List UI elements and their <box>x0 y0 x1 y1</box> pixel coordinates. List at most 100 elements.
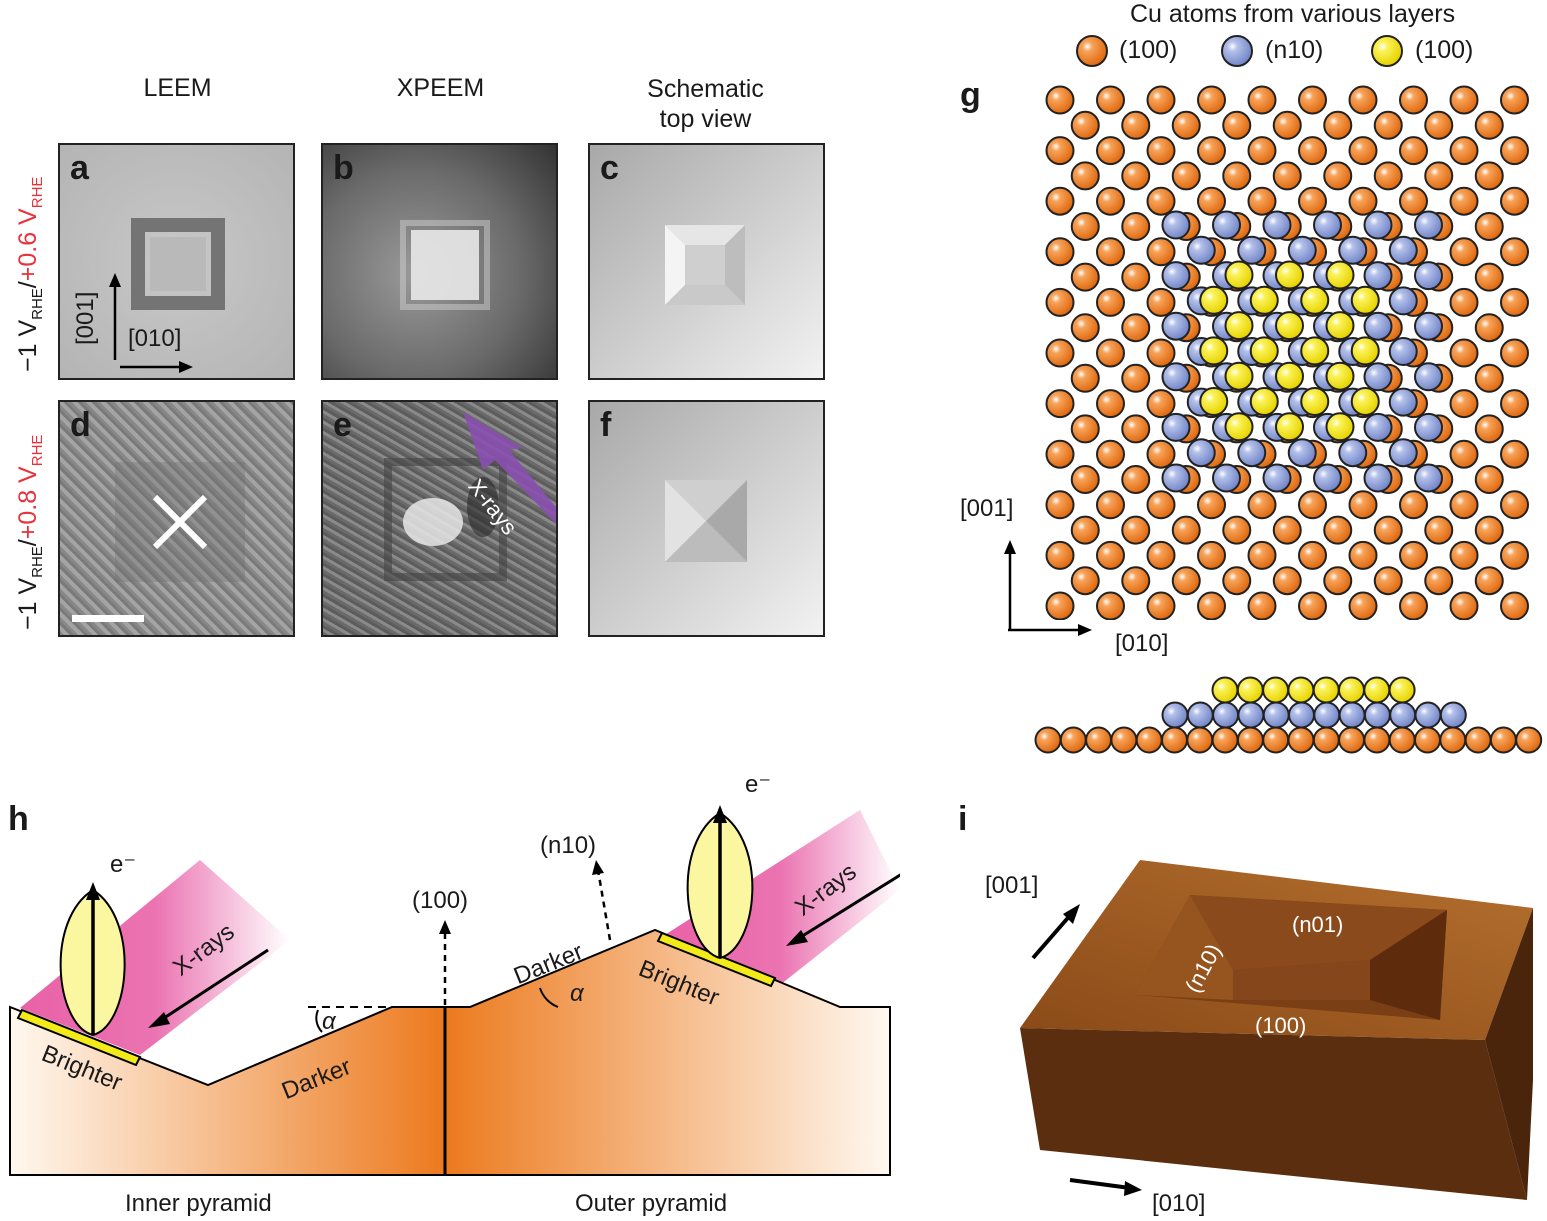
i-dir-010: [010] <box>1152 1190 1206 1217</box>
atom <box>1070 414 1100 444</box>
h-outer-pyramid-label: Outer pyramid <box>575 1190 728 1217</box>
panel-letter-c: c <box>600 149 619 187</box>
atom <box>1474 566 1504 596</box>
panel-a-dir-001: [001] <box>72 291 99 345</box>
atom <box>1449 287 1479 317</box>
atom <box>1186 726 1214 754</box>
atom <box>1338 235 1368 265</box>
atom <box>1449 85 1479 115</box>
atom <box>1313 210 1342 240</box>
atom <box>1146 389 1176 419</box>
atom <box>1146 540 1176 570</box>
atom <box>1363 701 1391 729</box>
atom <box>1272 110 1302 140</box>
panel-g-legend: (100) (n10) (100) <box>1075 34 1515 68</box>
atom <box>1287 726 1315 754</box>
panel-c-inner-pyramid <box>665 225 745 305</box>
atom <box>1500 591 1529 620</box>
atom <box>1298 591 1327 620</box>
atom <box>1171 110 1201 140</box>
atom <box>1045 439 1075 469</box>
atom <box>1199 387 1229 416</box>
atom <box>1348 186 1378 216</box>
header-leem: LEEM <box>143 74 212 102</box>
atom <box>1350 387 1380 416</box>
atom <box>1161 362 1191 392</box>
atom <box>1474 110 1504 140</box>
atom <box>1449 540 1479 570</box>
atom <box>1323 515 1353 545</box>
atom <box>1070 212 1100 241</box>
i-facet-n10 <box>1135 895 1233 1000</box>
atom <box>1439 701 1467 729</box>
atom <box>1236 726 1264 754</box>
atom <box>1096 591 1125 620</box>
atom <box>1070 161 1100 191</box>
atom <box>1096 439 1125 469</box>
atom <box>1474 262 1504 292</box>
panel-d-leem-image: d <box>58 400 295 637</box>
panel-g-legend-title: Cu atoms from various layers <box>1130 0 1456 28</box>
h-bright-facet-right <box>656 931 777 988</box>
panel-a-square-feature <box>109 218 225 373</box>
atom <box>1414 362 1443 392</box>
atom <box>1247 540 1277 570</box>
atom <box>1224 260 1254 290</box>
atom <box>1121 465 1151 494</box>
atom <box>1236 676 1264 704</box>
atom <box>1474 313 1504 343</box>
atom <box>1237 701 1265 729</box>
atom <box>1325 311 1355 341</box>
atom <box>1045 237 1075 267</box>
atom <box>1045 540 1075 570</box>
panel-g-dir-001: [001] <box>960 495 1014 522</box>
atom <box>1449 136 1479 166</box>
atom <box>1449 338 1479 368</box>
i-facet-n01-label: (n01) <box>1292 912 1344 937</box>
atom <box>1300 387 1330 416</box>
atom <box>1449 237 1479 267</box>
atom <box>1070 515 1100 545</box>
atom <box>1325 260 1355 290</box>
atom <box>1161 701 1189 729</box>
i-facet-n01 <box>1190 895 1447 970</box>
atom <box>1298 540 1327 570</box>
i-facet-100-label: (100) <box>1255 1013 1307 1038</box>
atom <box>1388 676 1416 704</box>
atom <box>1171 515 1201 545</box>
atom <box>1146 136 1176 166</box>
panel-h-diagram <box>9 805 900 1176</box>
atom <box>1388 337 1418 366</box>
header-schematic-line2: top view <box>659 105 752 133</box>
atom <box>1045 136 1075 166</box>
atom <box>1211 726 1239 754</box>
atom <box>1474 363 1504 393</box>
atom <box>1449 389 1479 419</box>
panel-c-schematic: c <box>588 143 825 380</box>
atom <box>1247 591 1277 620</box>
atom <box>1414 463 1443 493</box>
h-normal-100-label: (100) <box>412 887 469 914</box>
atom <box>1424 110 1454 140</box>
atom <box>1096 540 1125 570</box>
atom <box>1224 311 1254 341</box>
atom <box>1500 287 1529 317</box>
atom <box>1298 85 1327 115</box>
atom <box>1500 389 1529 419</box>
atom <box>1070 465 1100 494</box>
atom <box>1363 210 1393 240</box>
atom <box>1146 490 1176 520</box>
atom <box>1449 439 1479 469</box>
atom <box>1045 591 1075 620</box>
atom <box>1121 566 1151 596</box>
atom <box>1439 726 1467 754</box>
panel-f-outer-pyramid <box>665 480 747 562</box>
atom <box>1424 566 1454 596</box>
atom <box>1199 285 1229 315</box>
atom <box>1399 85 1428 115</box>
atom <box>1474 515 1504 545</box>
atom <box>1500 439 1529 469</box>
atom <box>1085 726 1113 754</box>
panel-g-side-view <box>1034 676 1543 754</box>
atom <box>1212 463 1241 493</box>
